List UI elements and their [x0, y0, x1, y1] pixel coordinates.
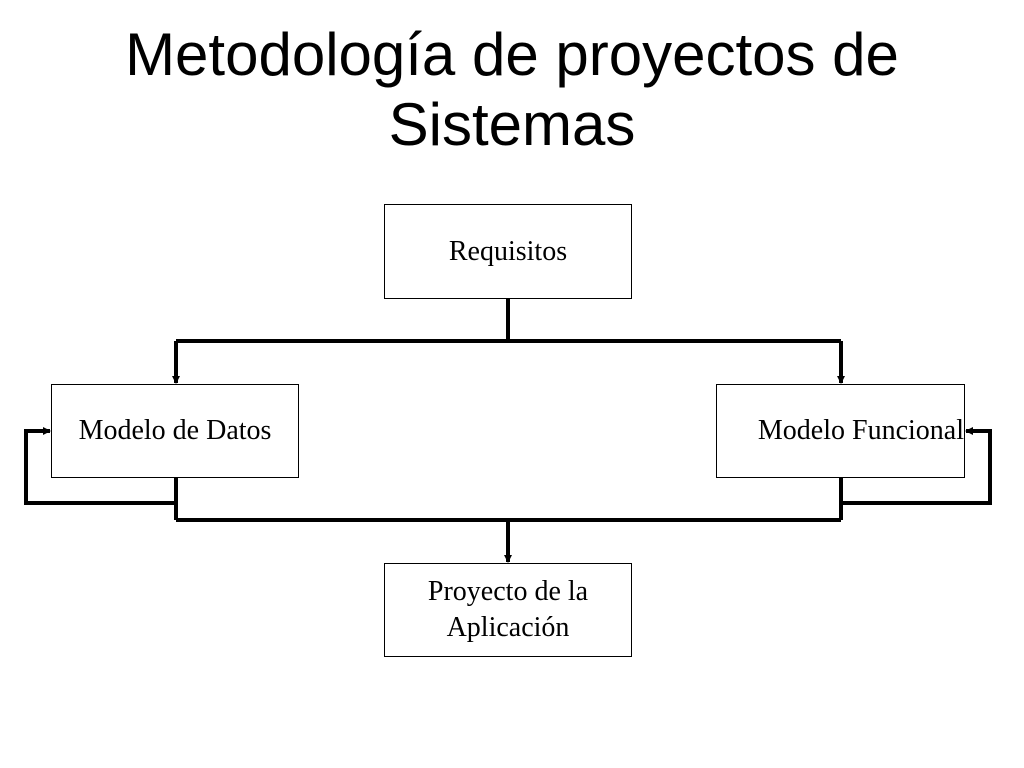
node-proyecto-label-line-2: Aplicación [446, 612, 570, 643]
node-modelo-datos: Modelo de Datos [51, 384, 299, 478]
node-requisitos-label: Requisitos [448, 235, 568, 267]
page-title: Metodología de proyectos de Sistemas [0, 20, 1024, 160]
feedback-loop-modelo-datos [24, 427, 176, 505]
node-modelo-funcional: Modelo Funcional [716, 384, 965, 478]
node-modelo-funcional-label: Modelo Funcional [757, 415, 964, 446]
node-proyecto-label-line-1: Proyecto de la [427, 576, 589, 607]
feedback-loop-modelo-funcional [841, 427, 992, 505]
node-modelo-datos-label: Modelo de Datos [78, 415, 272, 446]
node-proyecto-text: Proyecto de la Aplicación [428, 574, 588, 646]
title-line-2: Sistemas [388, 91, 636, 158]
title-line-1: Metodología de proyectos de [125, 21, 899, 88]
node-proyecto-aplicacion: Proyecto de la Aplicación [384, 563, 632, 657]
node-requisitos: Requisitos [384, 204, 632, 299]
